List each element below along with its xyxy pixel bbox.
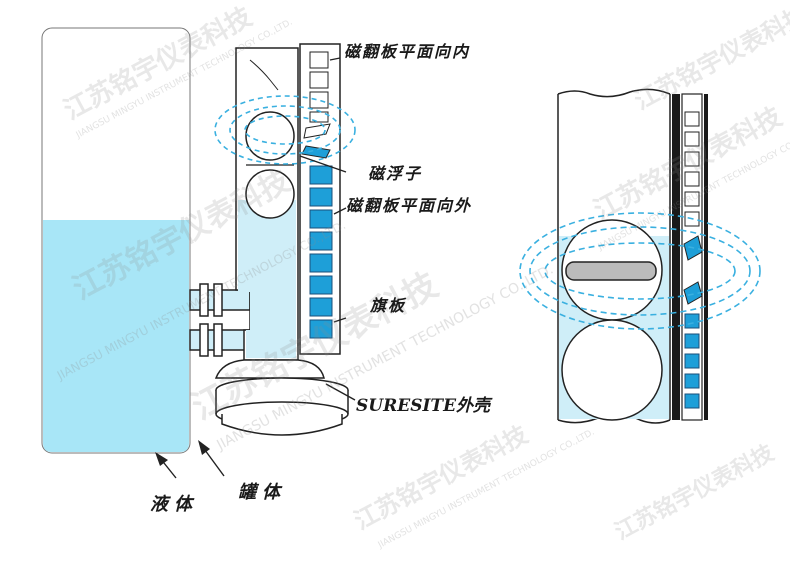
tank-liquid	[43, 220, 189, 452]
svg-text:江苏铭宇仪表科技: 江苏铭宇仪表科技	[611, 439, 779, 545]
magnet-bar	[565, 261, 657, 281]
label-suresite-shell: SURESITE外壳	[356, 396, 491, 416]
label-flag-plate: 旗板	[370, 296, 407, 315]
connection-pipes	[189, 283, 251, 357]
label-magnetic-float: 磁浮子	[368, 164, 423, 183]
detail-blue-flaps	[684, 313, 700, 409]
svg-text:江苏铭宇仪表科技: 江苏铭宇仪表科技	[630, 0, 790, 115]
detail-turning-flaps	[683, 235, 703, 305]
flap-strip	[299, 43, 341, 355]
magnetic-field-right	[519, 212, 761, 330]
arrow-heads	[155, 440, 210, 466]
magnetic-float-lower	[245, 169, 295, 219]
label-flap-outward: 磁翻板平面向外	[346, 196, 473, 215]
float-chamber	[214, 47, 349, 436]
detail-view	[519, 88, 761, 424]
blue-flaps	[309, 165, 333, 339]
label-tank: 罐体	[238, 482, 286, 503]
magnetic-float-upper	[245, 111, 295, 161]
magnetic-field-left	[214, 95, 356, 165]
label-liquid: 液体	[150, 494, 198, 515]
detail-float-lower	[561, 319, 663, 421]
tank	[41, 27, 191, 454]
label-flap-inward: 磁翻板平面向内	[344, 42, 471, 61]
